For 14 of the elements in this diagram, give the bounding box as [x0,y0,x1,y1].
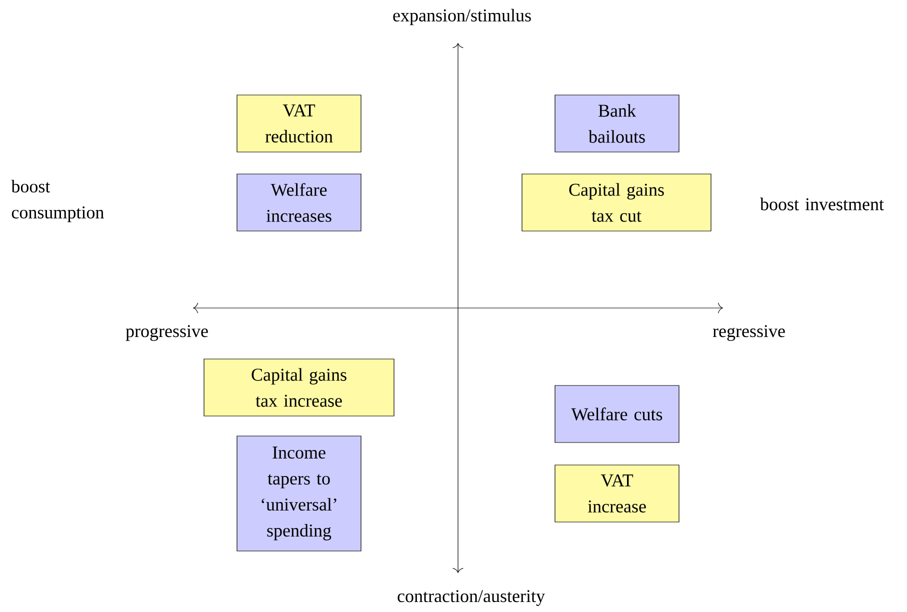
policy-box: Bank bailouts [554,94,680,152]
policy-box: VAT increase [554,464,680,522]
policy-box: Capital gains tax increase [204,358,394,416]
axis-label: regressive [712,325,785,341]
axis-label: expansion/stimulus [393,8,531,26]
axis-label: boost investment [760,198,884,210]
axis-label: contraction/austerity [398,590,545,606]
policy-box: Income tapers to ‘universal’ spending [236,436,362,552]
policy-box: Capital gains tax cut [522,174,712,232]
policy-box: Welfare cuts [554,385,680,443]
policy-box: Welfare increases [236,174,362,232]
axis-label: boost consumption [11,180,104,222]
policy-box: VAT reduction [236,94,362,152]
axis-label: progressive [126,325,208,341]
